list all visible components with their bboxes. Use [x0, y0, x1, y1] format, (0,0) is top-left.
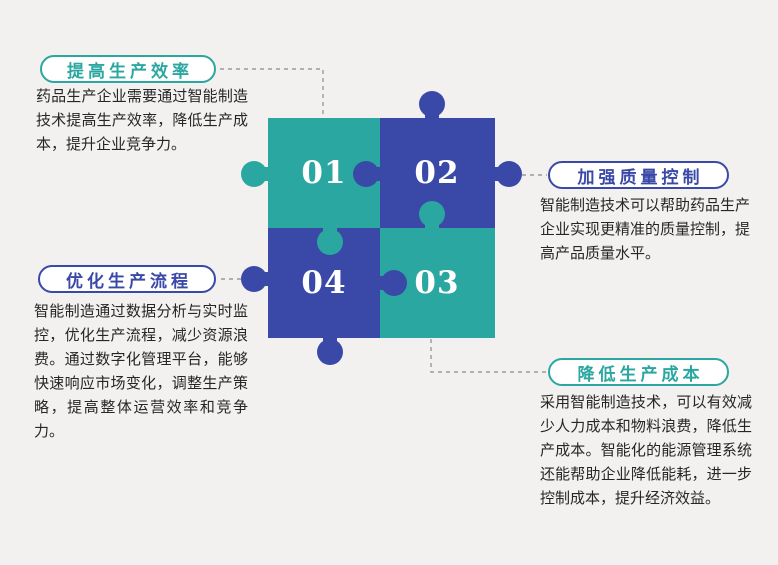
knob-piece02-right — [494, 161, 522, 187]
knob-piece04-bottom — [317, 337, 343, 365]
knob-piece04-right — [379, 270, 407, 296]
puzzle-pieces — [268, 118, 495, 338]
knob-piece02-left — [353, 161, 381, 187]
knob-piece02-top — [419, 91, 445, 119]
callout-pill-process: 优化生产流程 — [38, 265, 216, 293]
callout-label-process: 优化生产流程 — [66, 271, 192, 291]
callout-description-cost: 采用智能制造技术，可以有效减少人力成本和物料浪费，降低生产成本。智能化的能源管理… — [540, 395, 752, 507]
knob-piece01-bottom — [317, 227, 343, 255]
callout-description-quality: 智能制造技术可以帮助药品生产企业实现更精准的质量控制，提高产品质量水平。 — [540, 198, 751, 262]
connector-cost — [430, 339, 547, 373]
puzzle-numbers: 01 02 03 04 — [301, 155, 459, 301]
callout-label-efficiency: 提高生产效率 — [67, 61, 193, 81]
callout-label-cost: 降低生产成本 — [577, 364, 704, 384]
callout-description-process: 智能制造通过数据分析与实时监控，优化生产流程，减少资源浪费。通过数字化管理平台，… — [34, 304, 248, 440]
connectors — [218, 68, 547, 373]
piece-number-01: 01 — [301, 155, 346, 191]
knob-piece03-top — [419, 201, 445, 229]
puzzle-knobs — [241, 91, 522, 365]
callout-description-efficiency: 药品生产企业需要通过智能制造技术提高生产效率，降低生产成本，提升企业竞争力。 — [36, 89, 248, 153]
callout-label-quality: 加强质量控制 — [577, 167, 704, 187]
knob-piece01-left — [241, 161, 269, 187]
piece-number-04: 04 — [301, 265, 346, 301]
callout-pill-quality: 加强质量控制 — [548, 161, 729, 189]
piece-number-03: 03 — [414, 265, 459, 301]
piece-number-02: 02 — [414, 155, 459, 191]
connector-efficiency — [220, 68, 324, 117]
callout-pill-efficiency: 提高生产效率 — [40, 55, 216, 83]
knob-piece04-left — [241, 266, 269, 292]
callout-pill-cost: 降低生产成本 — [548, 358, 729, 386]
